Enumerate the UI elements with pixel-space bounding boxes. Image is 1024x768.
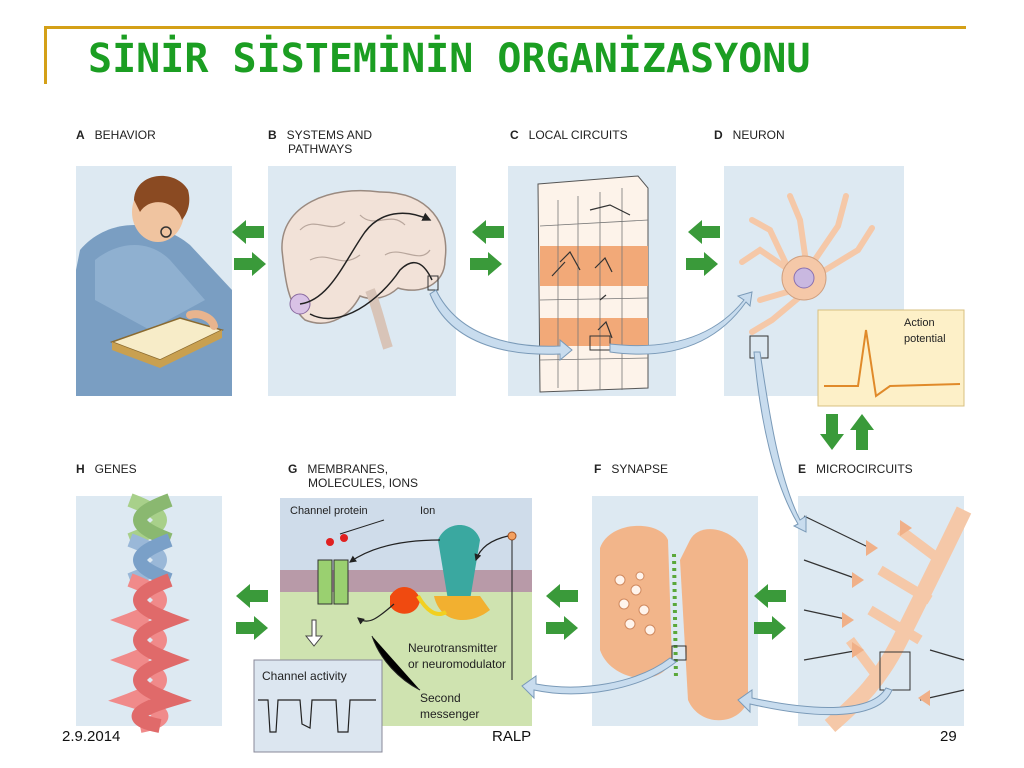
arrow-c-to-d	[686, 252, 718, 276]
ion-label: Ion	[420, 505, 435, 517]
zoom-arrow-f-to-g	[521, 657, 677, 700]
arrow-f-to-e	[754, 616, 786, 640]
zoom-arrow-d-to-e	[753, 351, 807, 533]
neurotransmitter-label-line2: or neuromodulator	[408, 657, 506, 671]
synapse-illustration	[600, 525, 748, 721]
footer-date: 2.9.2014	[62, 728, 121, 745]
arrow-c-to-b	[472, 220, 504, 244]
channel-protein-label: Channel protein	[290, 505, 368, 517]
second-messenger-label-line2: messenger	[420, 707, 479, 721]
green-arrows	[232, 220, 874, 640]
membrane-illustration	[253, 498, 532, 753]
microcircuits-illustration	[803, 506, 972, 733]
arrow-d-to-c	[688, 220, 720, 244]
arrow-up-to-d	[850, 414, 874, 450]
zoom-arrow-e-to-f	[737, 687, 893, 716]
channel-activity-label: Channel activity	[262, 669, 347, 683]
zoom-arrow-c-to-d	[609, 291, 753, 355]
arrow-g-to-h	[236, 584, 268, 608]
action-potential-text-line2: potential	[904, 333, 946, 345]
footer-center: RALP	[492, 728, 532, 745]
arrow-h-to-g	[236, 616, 268, 640]
action-potential-panel	[817, 309, 965, 407]
neuron-illustration	[739, 193, 875, 359]
slide-title: SİNİR SİSTEMİNİN ORGANİZASYONU	[88, 36, 811, 82]
brain-illustration	[281, 189, 447, 350]
arrow-f-to-g	[546, 584, 578, 608]
arrow-b-to-c	[470, 252, 502, 276]
arrow-g-to-f	[546, 616, 578, 640]
title-rule-left	[44, 26, 47, 84]
arrow-b-to-a	[232, 220, 264, 244]
neurotransmitter-label-line1: Neurotransmitter	[408, 641, 497, 655]
action-potential-text-line1: Action	[904, 317, 935, 329]
arrow-a-to-b	[234, 252, 266, 276]
person-reading-illustration	[76, 175, 232, 396]
title-rule-top	[44, 26, 966, 29]
zoom-arrow-b-to-c	[429, 289, 573, 362]
second-messenger-label-line1: Second	[420, 691, 461, 705]
cortical-column-illustration	[537, 175, 649, 393]
dna-helix-illustration	[108, 493, 192, 733]
footer-page-number: 29	[940, 728, 957, 745]
zoom-arrows	[429, 289, 893, 716]
arrow-e-to-f	[754, 584, 786, 608]
arrow-down-to-e	[820, 414, 844, 450]
